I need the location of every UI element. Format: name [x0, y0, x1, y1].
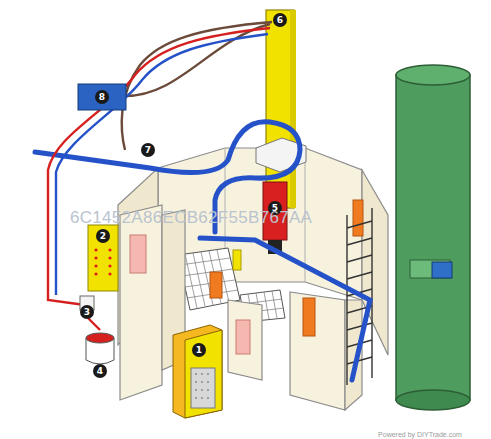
watermark: 6C1452A86ECB62F55B767AA: [70, 208, 312, 228]
callout-number: 8: [95, 90, 109, 104]
callout-number: 1: [192, 343, 206, 357]
callout-number: 7: [141, 143, 155, 157]
callout-number: 4: [93, 364, 107, 378]
callout-number: 6: [273, 13, 287, 27]
callout-number: 2: [96, 229, 110, 243]
credit-text: Powered by DIYTrade.com: [378, 430, 462, 439]
callout-number: 3: [80, 305, 94, 319]
